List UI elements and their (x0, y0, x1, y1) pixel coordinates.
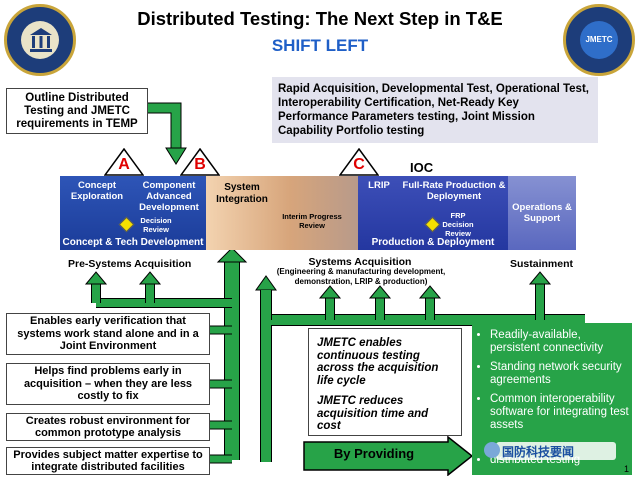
left-box-find-problems: Helps find problems early in acquisition… (6, 363, 210, 405)
systems-acquisition-detail: (Engineering & manufacturing development… (276, 267, 446, 286)
page-subtitle: SHIFT LEFT (271, 36, 369, 55)
milestone-a-label: A (118, 156, 130, 173)
milestone-c-triangle (339, 148, 379, 176)
lrip-label: LRIP (368, 180, 390, 191)
milestone-a-triangle (104, 148, 144, 176)
system-integration-label: System Integration (216, 182, 268, 205)
production-deployment-label: Production & Deployment (371, 237, 495, 248)
outline-requirements-box: Outline Distributed Testing and JMETC re… (6, 88, 148, 134)
operations-support-label: Operations & Support (512, 202, 572, 224)
jmetc-seal-label: JMETC (585, 35, 613, 44)
phase-operations (508, 176, 576, 250)
page-title: Distributed Testing: The Next Step in T&… (137, 8, 503, 29)
milestone-b-triangle (180, 148, 220, 176)
component-dev-label: Component Advanced Development (139, 180, 199, 213)
jmetc-statements-box: JMETC enables continuous testing across … (308, 328, 462, 436)
by-providing-label: By Providing (333, 446, 415, 461)
sustainment-label: Sustainment (510, 258, 574, 270)
building-icon (30, 28, 52, 52)
capability-item: Readily-available, persistent connectivi… (490, 329, 632, 355)
left-box-early-verification: Enables early verification that systems … (6, 313, 210, 355)
capability-item: Standing network security agreements (490, 361, 632, 387)
left-box-subject-matter: Provides subject matter expertise to int… (6, 447, 210, 475)
jmetc-statement-1: JMETC enables continuous testing across … (317, 337, 439, 387)
by-providing-arrow (303, 436, 474, 476)
wechat-icon (484, 442, 500, 458)
ioc-label: IOC (410, 160, 434, 175)
left-box-prototype-analysis: Creates robust environment for common pr… (6, 413, 210, 441)
phase-production (358, 176, 508, 250)
jmetc-seal: JMETC (563, 4, 635, 76)
milestone-b-label: B (194, 156, 206, 173)
watermark-text: 国防科技要闻 (502, 445, 575, 459)
frp-review-label: FRP Decision Review (442, 211, 474, 238)
systems-acquisition-label: Systems Acquisition (308, 256, 412, 268)
concept-tech-dev-label: Concept & Tech Development (62, 237, 204, 248)
full-rate-label: Full-Rate Production & Deployment (402, 180, 506, 202)
page-number: 1 (624, 464, 630, 474)
watermark-backing (496, 442, 616, 460)
concept-exploration-label: Concept Exploration (70, 180, 124, 202)
pre-systems-label: Pre-Systems Acquisition (68, 258, 192, 270)
applicability-box: Rapid Acquisition, Developmental Test, O… (272, 77, 598, 143)
capability-item: Common interoperability software for int… (490, 393, 632, 432)
phase-concept-tech (60, 176, 206, 250)
milestone-c-label: C (353, 156, 365, 173)
test-resource-management-seal (4, 4, 76, 76)
jmetc-statement-2: JMETC reduces acquisition time and cost (317, 395, 429, 432)
interim-review-label: Interim Progress Review (282, 212, 342, 230)
decision-review-label: Decision Review (140, 216, 172, 234)
phase-system-integration (206, 176, 358, 250)
